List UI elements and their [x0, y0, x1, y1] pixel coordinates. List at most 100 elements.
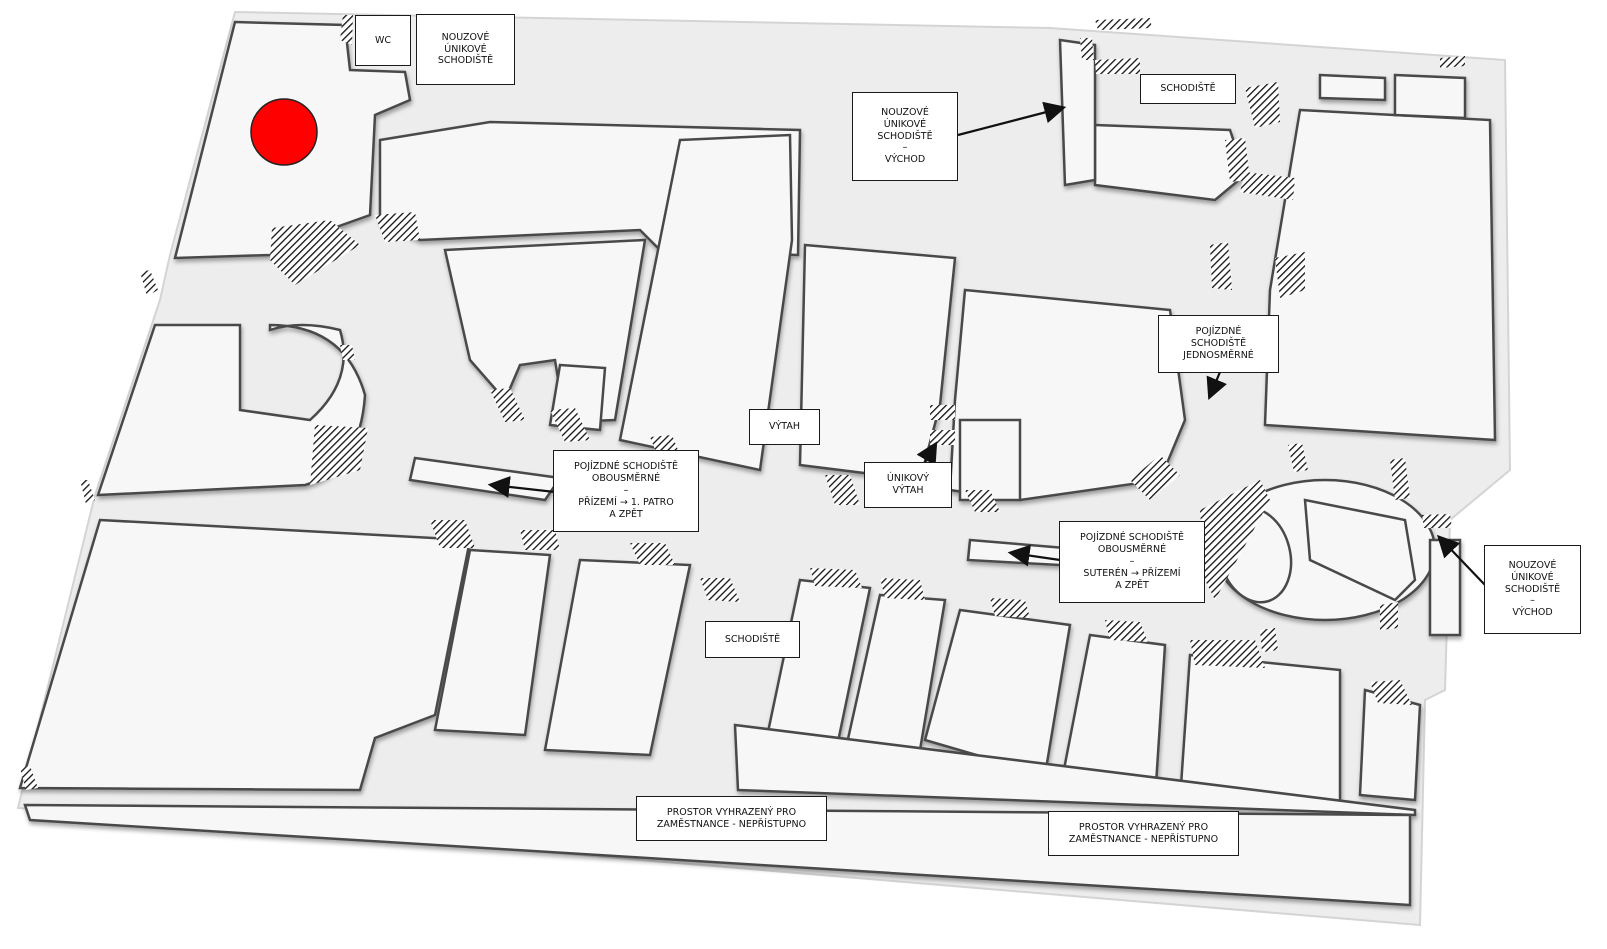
stair-hatches [20, 15, 1465, 790]
label-line: – [1530, 595, 1535, 607]
hatch [1260, 628, 1278, 652]
room [408, 456, 563, 502]
hatch [550, 408, 590, 442]
hatch [430, 520, 475, 548]
room [1093, 123, 1247, 202]
label-line: VÝCHOD [884, 154, 926, 166]
label-line: SCHODIŠTĚ [724, 633, 781, 645]
hatch [1105, 620, 1148, 642]
label-line: A ZPĚT [609, 508, 643, 520]
label-line: SCHODIŠTĚ [877, 130, 933, 142]
label-line: OBOUSMĚRNÉ [591, 473, 661, 485]
label-line: SUTERÉN → PŘÍZEMÍ [1083, 567, 1181, 579]
label-line: SCHODIŠTĚ [1190, 338, 1247, 350]
hatch [1370, 680, 1412, 705]
label-line: VÝTAH [892, 485, 924, 496]
hatch [1190, 640, 1265, 668]
hatch [1240, 172, 1295, 200]
hatch [340, 15, 353, 45]
label-line: ÚNIKOVÝ [886, 473, 930, 485]
label-line: A ZPĚT [1115, 579, 1149, 591]
room [958, 418, 1022, 502]
label-line: SCHODIŠTĚ [437, 55, 494, 67]
location-marker [250, 98, 318, 166]
room [1318, 73, 1387, 102]
room [1358, 688, 1422, 802]
hatch [375, 212, 420, 242]
label-line: POJÍZDNÉ SCHODIŠTĚ [1080, 532, 1184, 544]
label-line: SCHODIŠTĚ [1504, 583, 1561, 595]
label-line: ZAMĚSTNANCE - NEPŘÍSTUPNO [1068, 833, 1219, 845]
hatch [990, 598, 1030, 618]
hatch [700, 578, 740, 602]
hatch [140, 270, 158, 296]
hatch [965, 490, 1000, 512]
hatch [1288, 443, 1308, 472]
hatch [1225, 138, 1250, 182]
label-line: VÝCHOD [1512, 607, 1553, 619]
arrow [1436, 534, 1486, 586]
hatch [1095, 18, 1152, 30]
label-line: SCHODIŠTĚ [1160, 83, 1216, 95]
label-line: – [1129, 556, 1135, 568]
hatch [1210, 242, 1232, 290]
hatch [1390, 458, 1410, 500]
label-line: POJÍZDNÉ [1195, 326, 1242, 338]
hatch [1080, 38, 1094, 60]
hatch [810, 568, 862, 588]
label-line: ÚNIKOVÉ [1511, 571, 1554, 583]
hatch [520, 530, 560, 550]
arrow [1206, 371, 1227, 401]
hatch [930, 405, 955, 420]
label-wc: WC [355, 15, 411, 66]
arrow [1007, 544, 1061, 567]
label-line: – [623, 485, 629, 497]
hatch [825, 475, 860, 505]
label-stairs: SCHODIŠTĚ [1140, 74, 1236, 104]
label-line: JEDNOSMĚRNÉ [1183, 349, 1254, 361]
hatch [20, 766, 38, 790]
label-line: PROSTOR VYHRAZENÝ PRO [1078, 821, 1209, 833]
label-line: OBOUSMĚRNÉ [1097, 544, 1167, 556]
label-line: – [902, 142, 908, 154]
hatch [880, 578, 925, 600]
hatch [340, 345, 355, 360]
arrow [916, 441, 938, 466]
arrow [957, 101, 1067, 137]
label-line: ZAMĚSTNANCE - NEPŘÍSTUPNO [656, 818, 807, 830]
room [1303, 498, 1417, 602]
room [733, 723, 1417, 817]
label-arrows [487, 101, 1486, 586]
hatch [930, 430, 955, 445]
room [1058, 38, 1097, 187]
label-line: PROSTOR VYHRAZENÝ PRO [666, 806, 797, 818]
label-line: ÚNIKOVÉ [444, 43, 487, 55]
hatch [270, 220, 360, 285]
hatch [1200, 480, 1270, 600]
room [1393, 73, 1467, 120]
hatch [1130, 455, 1180, 500]
room [433, 548, 552, 737]
label-line: NOUZOVÉ [441, 31, 490, 43]
hatch [1245, 82, 1280, 128]
label-line: VÝTAH [768, 421, 800, 433]
hatch [1440, 56, 1465, 68]
hatch [1095, 58, 1140, 74]
label-line: NOUZOVÉ [881, 106, 929, 118]
label-line: NOUZOVÉ [1508, 559, 1557, 571]
label-line: ÚNIKOVÉ [883, 118, 927, 130]
label-line: WC [374, 34, 392, 46]
hatch [310, 425, 368, 485]
hatch [80, 480, 95, 504]
label-elevator: VÝTAH [749, 409, 820, 445]
hatch [1275, 252, 1305, 298]
